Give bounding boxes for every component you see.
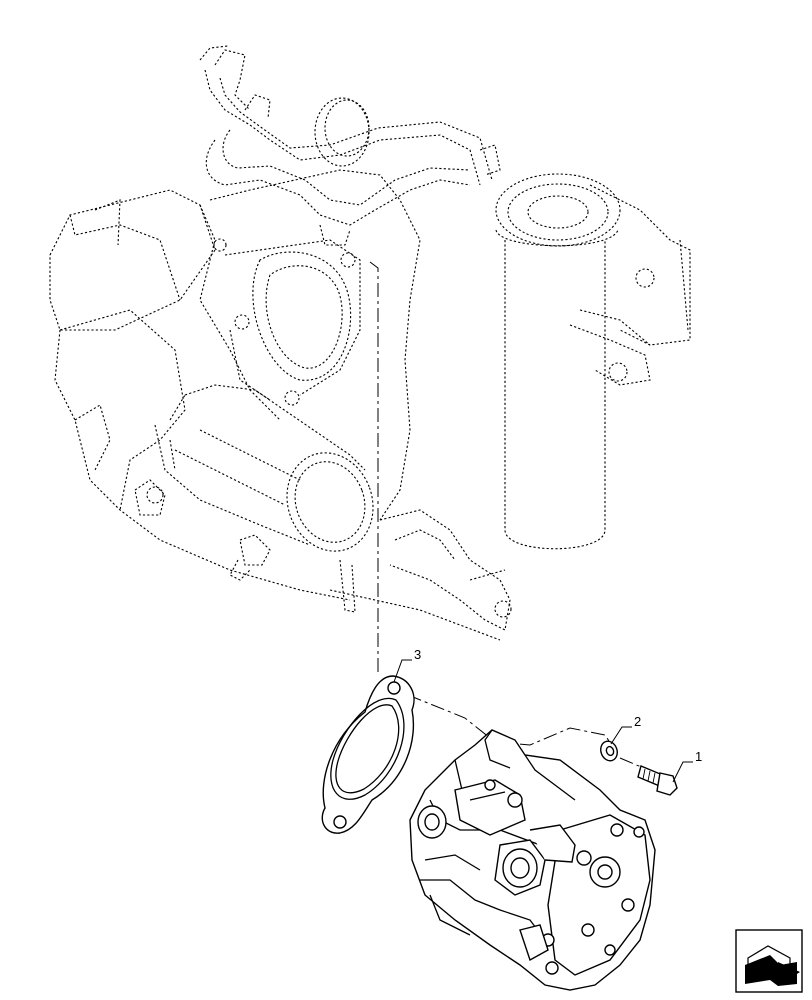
callout-2-label: 2 (634, 714, 641, 729)
callout-2: 2 (610, 714, 641, 745)
bolt-part-1 (637, 765, 678, 796)
callout-1-label: 1 (695, 749, 702, 764)
next-page-arrow-icon[interactable] (735, 929, 803, 993)
hydraulic-pump (409, 729, 656, 991)
callout-3-label: 3 (414, 647, 421, 662)
callout-1: 1 (672, 749, 702, 783)
gasket-part-3 (321, 675, 415, 834)
washer-part-2 (600, 740, 618, 762)
callout-3: 3 (393, 647, 421, 683)
engine-context-ghost (49, 45, 691, 641)
